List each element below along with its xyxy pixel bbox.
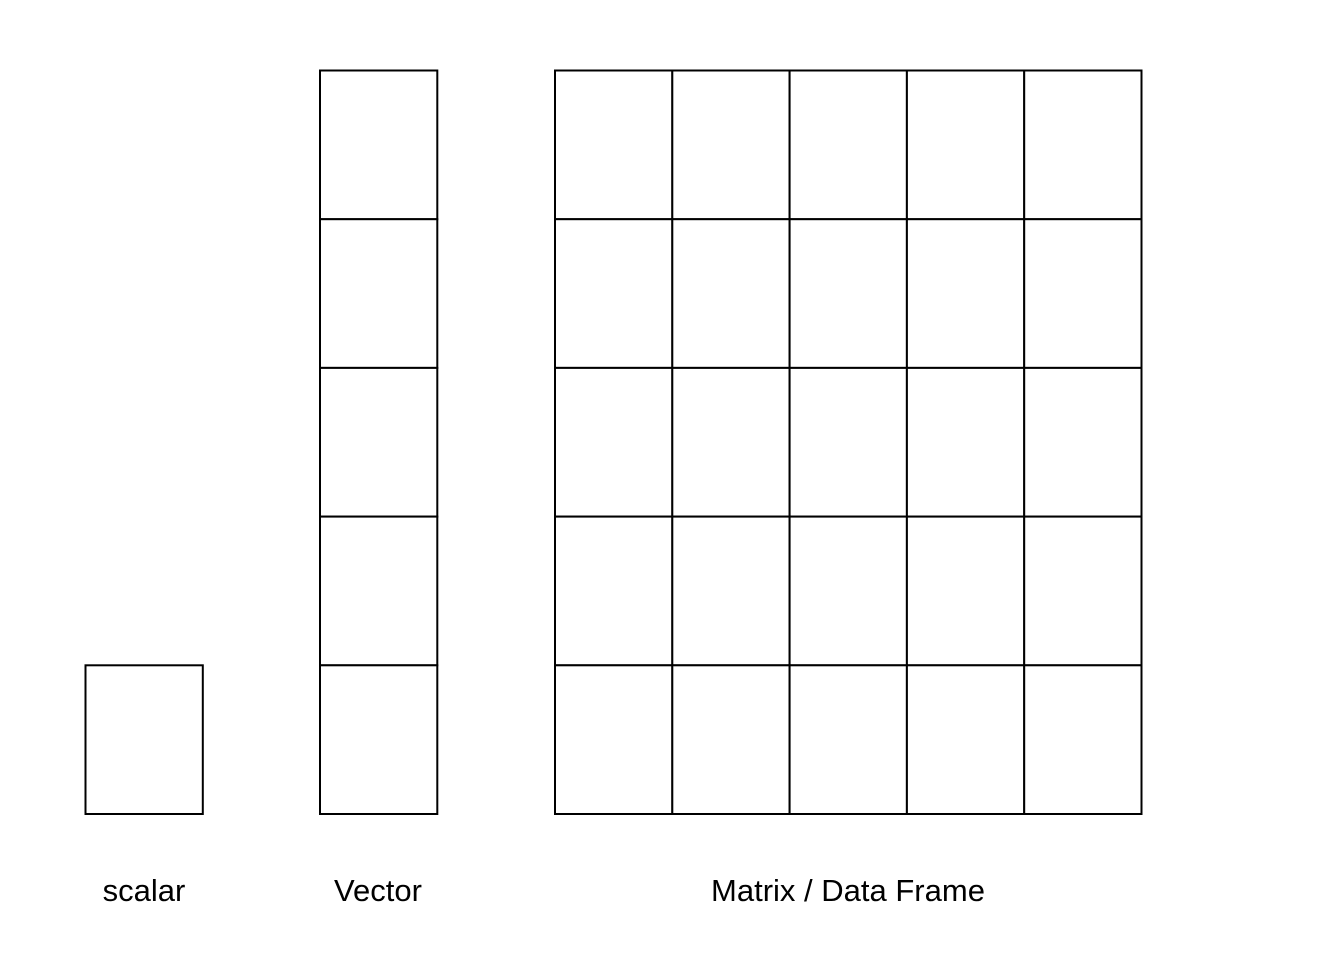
matrix-cell-r3-c2 <box>671 366 791 518</box>
matrix-cell-r2-c5 <box>1023 218 1143 369</box>
matrix-cell-r4-c3 <box>788 515 908 667</box>
vector-cell-r4-c1 <box>319 515 439 667</box>
matrix-cell-r5-c5 <box>1023 664 1143 815</box>
vector-grid <box>319 69 439 815</box>
matrix-cell-r4-c2 <box>671 515 791 667</box>
matrix-grid <box>554 69 1143 815</box>
vector-cell-r5-c1 <box>319 664 439 815</box>
matrix-cell-r1-c3 <box>788 69 908 221</box>
matrix-cell-r2-c3 <box>788 218 908 369</box>
vector-cell-r3-c1 <box>319 366 439 518</box>
scalar-grid <box>84 664 204 815</box>
matrix-cell-r5-c3 <box>788 664 908 815</box>
matrix-cell-r3-c1 <box>554 366 674 518</box>
matrix-cell-r5-c4 <box>905 664 1026 815</box>
matrix-cell-r1-c2 <box>671 69 791 221</box>
matrix-cell-r1-c4 <box>905 69 1026 221</box>
matrix-cell-r1-c5 <box>1023 69 1143 221</box>
matrix-cell-r5-c2 <box>671 664 791 815</box>
matrix-cell-r2-c2 <box>671 218 791 369</box>
vector-label: Vector <box>334 873 422 908</box>
matrix-cell-r3-c5 <box>1023 366 1143 518</box>
matrix-cell-r4-c4 <box>905 515 1026 667</box>
scalar-label: scalar <box>103 873 186 908</box>
matrix-cell-r3-c3 <box>788 366 908 518</box>
matrix-cell-r4-c1 <box>554 515 674 667</box>
matrix-cell-r2-c4 <box>905 218 1026 369</box>
matrix-cell-r1-c1 <box>554 69 674 221</box>
matrix-label: Matrix / Data Frame <box>711 873 985 908</box>
matrix-cell-r4-c5 <box>1023 515 1143 667</box>
matrix-cell-r5-c1 <box>554 664 674 815</box>
matrix-cell-r3-c4 <box>905 366 1026 518</box>
scalar-cell-r1-c1 <box>84 664 204 815</box>
vector-cell-r2-c1 <box>319 218 439 369</box>
vector-cell-r1-c1 <box>319 69 439 221</box>
matrix-cell-r2-c1 <box>554 218 674 369</box>
